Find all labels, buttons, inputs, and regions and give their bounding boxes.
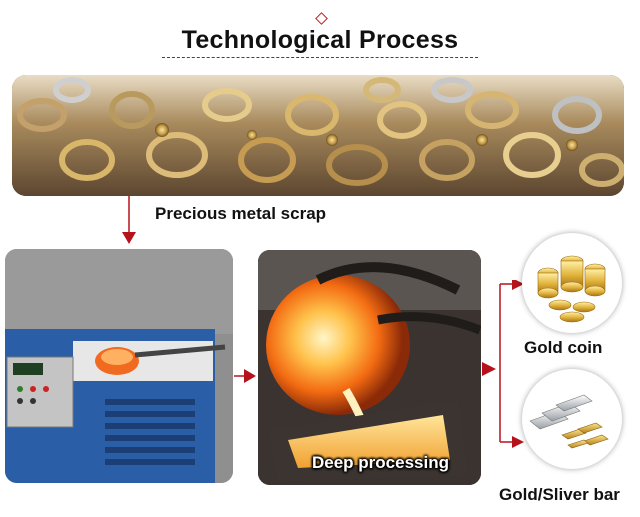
furnace-photo xyxy=(5,249,233,483)
processing-label: Deep processing xyxy=(312,453,449,472)
title-diamond-icon xyxy=(315,12,328,25)
pouring-photo xyxy=(258,250,481,485)
gold-silver-bar-label: Gold/Sliver bar xyxy=(499,485,620,504)
arrow-right-icon xyxy=(234,369,256,383)
scrap-photo xyxy=(12,75,624,196)
gold-silver-bar-image xyxy=(522,369,622,469)
arrow-down-icon xyxy=(122,196,136,244)
gold-coin-image xyxy=(522,233,622,333)
furnace-illustration xyxy=(5,249,233,483)
page-title: Technological Process xyxy=(181,26,459,54)
gold-coin-label: Gold coin xyxy=(524,338,603,357)
bars-illustration xyxy=(529,394,609,449)
gold-coins-illustration xyxy=(537,255,606,323)
bracket-arrows-icon xyxy=(482,280,524,448)
scrap-jewelry-illustration xyxy=(12,75,624,196)
title-divider xyxy=(162,57,478,58)
scrap-label: Precious metal scrap xyxy=(155,204,327,223)
molten-metal-illustration xyxy=(258,250,481,485)
